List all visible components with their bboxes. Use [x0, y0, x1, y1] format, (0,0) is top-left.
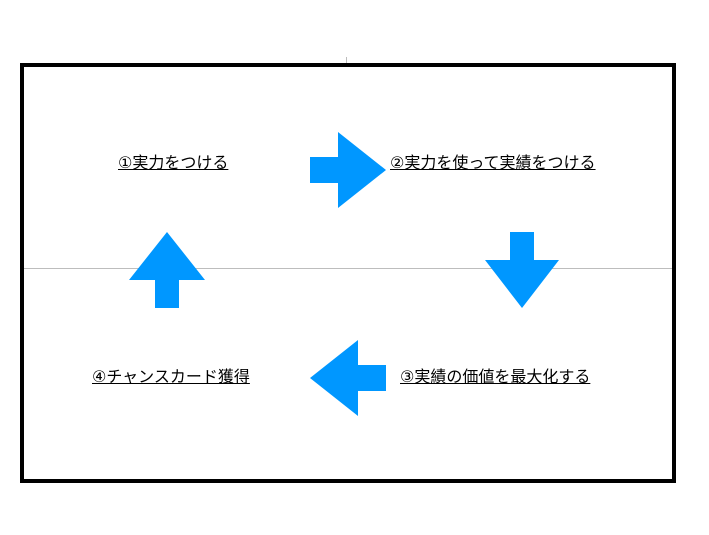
horizontal-divider	[24, 268, 672, 269]
down-arrow-icon	[485, 232, 559, 308]
up-arrow-icon	[129, 232, 205, 308]
cycle-frame	[20, 63, 676, 483]
right-arrow-icon	[310, 132, 386, 208]
step-2-label: ②実力を使って実績をつける	[390, 153, 596, 172]
step-3-label: ③実績の価値を最大化する	[400, 367, 591, 386]
left-arrow-icon	[310, 340, 386, 416]
step-1-label: ①実力をつける	[118, 153, 229, 172]
step-4-label: ④チャンスカード獲得	[92, 367, 250, 386]
